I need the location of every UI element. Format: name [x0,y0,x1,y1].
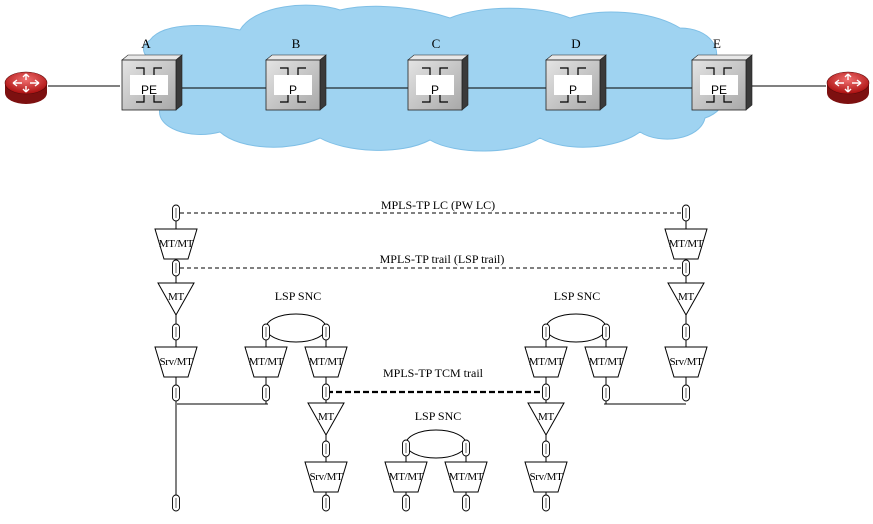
snc-label: LSP SNC [415,409,462,423]
connection-point [172,494,180,512]
function-mtmt: MT/MT [589,356,624,368]
function-srvmt: Srv/MT [159,356,193,368]
function-mtmt: MT/MT [389,471,424,483]
function-mt: MT [678,291,694,303]
snc-label: LSP SNC [554,289,601,303]
snc-right [524,313,628,512]
function-mtmt: MT/MT [249,356,284,368]
trail-lc-label: MPLS-TP LC (PW LC) [381,198,495,212]
function-mtmt: MT/MT [159,238,194,250]
right-column [664,204,708,402]
node-letter: B [292,36,301,51]
left-column [154,204,198,505]
function-mtmt: MT/MT [529,356,564,368]
node-letter: D [571,36,580,51]
node-letter: A [141,36,151,51]
node-d[interactable]: D P [545,36,607,111]
function-mtmt: MT/MT [309,356,344,368]
router-icon [4,71,48,105]
function-mt: MT [168,291,184,303]
trail-tcm-label: MPLS-TP TCM trail [383,366,484,380]
node-c[interactable]: C P [407,36,469,111]
function-mt: MT [538,411,554,423]
snc-label: LSP SNC [275,289,322,303]
snc-bottom [384,429,488,512]
node-letter: C [432,36,441,51]
node-role: P [569,83,577,97]
node-a[interactable]: A PE [121,36,183,111]
node-role: P [431,83,439,97]
function-srvmt: Srv/MT [309,471,343,483]
router-icon [826,71,870,105]
node-role: PE [141,83,157,97]
trail-lsp-label: MPLS-TP trail (LSP trail) [380,252,505,266]
node-role: P [289,83,297,97]
function-srvmt: Srv/MT [529,471,563,483]
node-letter: E [713,36,721,51]
node-e[interactable]: E PE [691,36,753,111]
node-b[interactable]: B P [265,36,327,111]
function-mtmt: MT/MT [669,238,704,250]
function-mtmt: MT/MT [449,471,484,483]
function-srvmt: Srv/MT [669,356,703,368]
snc-left [244,313,348,512]
function-mt: MT [318,411,334,423]
node-role: PE [711,83,727,97]
